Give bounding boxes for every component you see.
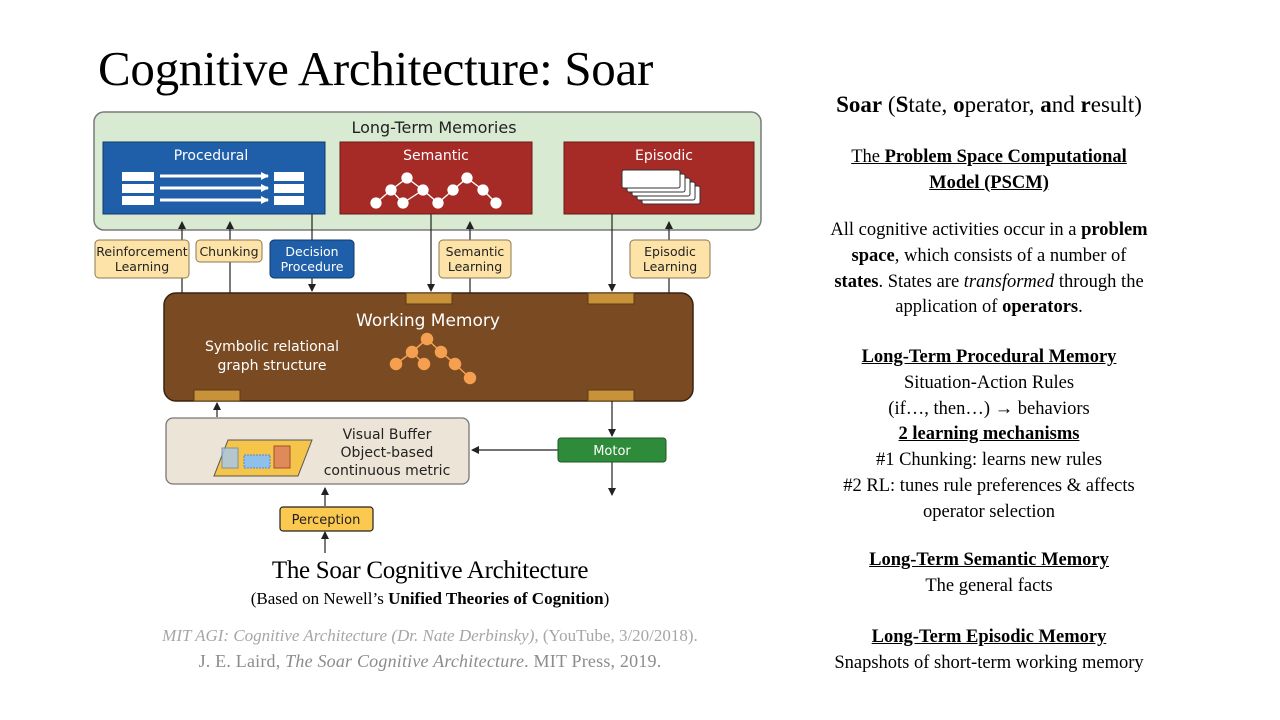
svg-text:Learning: Learning: [643, 259, 697, 274]
svg-text:Learning: Learning: [115, 259, 169, 274]
motor-box: [557, 437, 667, 463]
episodic-heading: Long-Term Episodic Memory: [871, 627, 1107, 647]
procedural-label: Procedural: [174, 148, 249, 164]
motor-label: Motor: [593, 444, 631, 459]
procedural-heading: Long-Term Procedural Memory: [861, 347, 1117, 367]
episodic-learning-box: Episodic Learning: [629, 239, 711, 279]
semantic-heading: Long-Term Semantic Memory: [869, 550, 1109, 570]
lower-arrows: [213, 401, 616, 553]
symbolic-label-2: graph structure: [218, 358, 327, 374]
reference-1: MIT AGI: Cognitive Architecture (Dr. Nat…: [162, 626, 698, 645]
semantic-graph-icon: [370, 172, 502, 209]
chunking-box: Chunking: [195, 239, 263, 263]
symbolic-label-1: Symbolic relational: [205, 339, 339, 355]
svg-text:Semantic: Semantic: [446, 244, 505, 259]
diagram-caption-subtitle: (Based on Newell’s Unified Theories of C…: [250, 589, 610, 608]
semantic-label: Semantic: [403, 148, 469, 164]
visual-buffer-icon: [213, 439, 313, 477]
visual-buffer-label-1: Visual Buffer: [343, 427, 432, 443]
decision-procedure-box: Decision Procedure: [269, 239, 355, 279]
slide-title: Cognitive Architecture: Soar: [98, 41, 653, 96]
episodic-snapshots-icon: [621, 169, 701, 205]
reinforcement-learning-box: Reinforcement Learning: [94, 239, 190, 279]
working-memory-graph-icon: [389, 332, 477, 385]
mechanisms-heading: 2 learning mechanisms: [898, 424, 1080, 445]
svg-text:Reinforcement: Reinforcement: [96, 244, 187, 259]
svg-text:Chunking: Chunking: [199, 244, 258, 259]
procedural-memory-section: Long-Term Procedural Memory Situation-Ac…: [843, 347, 1135, 522]
episodic-memory-section: Long-Term Episodic Memory Snapshots of s…: [834, 627, 1144, 673]
visual-buffer-label-2: Object-based: [341, 445, 434, 461]
working-memory-ports: [193, 292, 635, 402]
working-memory-label: Working Memory: [356, 311, 500, 331]
procedural-rules-icon: [122, 172, 304, 205]
svg-text:Learning: Learning: [448, 259, 502, 274]
semantic-memory-section: Long-Term Semantic Memory The general fa…: [869, 550, 1109, 596]
problem-space-paragraph: All cognitive activities occur in a prob…: [830, 220, 1148, 318]
visual-buffer-label-3: continuous metric: [324, 463, 451, 479]
reference-2: J. E. Laird, The Soar Cognitive Architec…: [198, 651, 662, 671]
perception-box: [279, 506, 374, 532]
long-term-memories-label: Long-Term Memories: [351, 118, 516, 137]
semantic-learning-box: Semantic Learning: [438, 239, 512, 279]
pscm-heading: The Problem Space Computational Model (P…: [851, 147, 1127, 193]
episodic-label: Episodic: [635, 148, 693, 164]
perception-label: Perception: [292, 513, 361, 528]
soar-acronym: Soar (State, operator, and result): [836, 92, 1142, 117]
svg-text:Decision: Decision: [285, 244, 338, 259]
svg-text:Procedure: Procedure: [281, 259, 344, 274]
svg-text:Episodic: Episodic: [644, 244, 696, 259]
diagram-caption-title: The Soar Cognitive Architecture: [271, 557, 589, 584]
soar-architecture-diagram: Long-Term Memories Procedural Semantic E…: [93, 111, 762, 553]
